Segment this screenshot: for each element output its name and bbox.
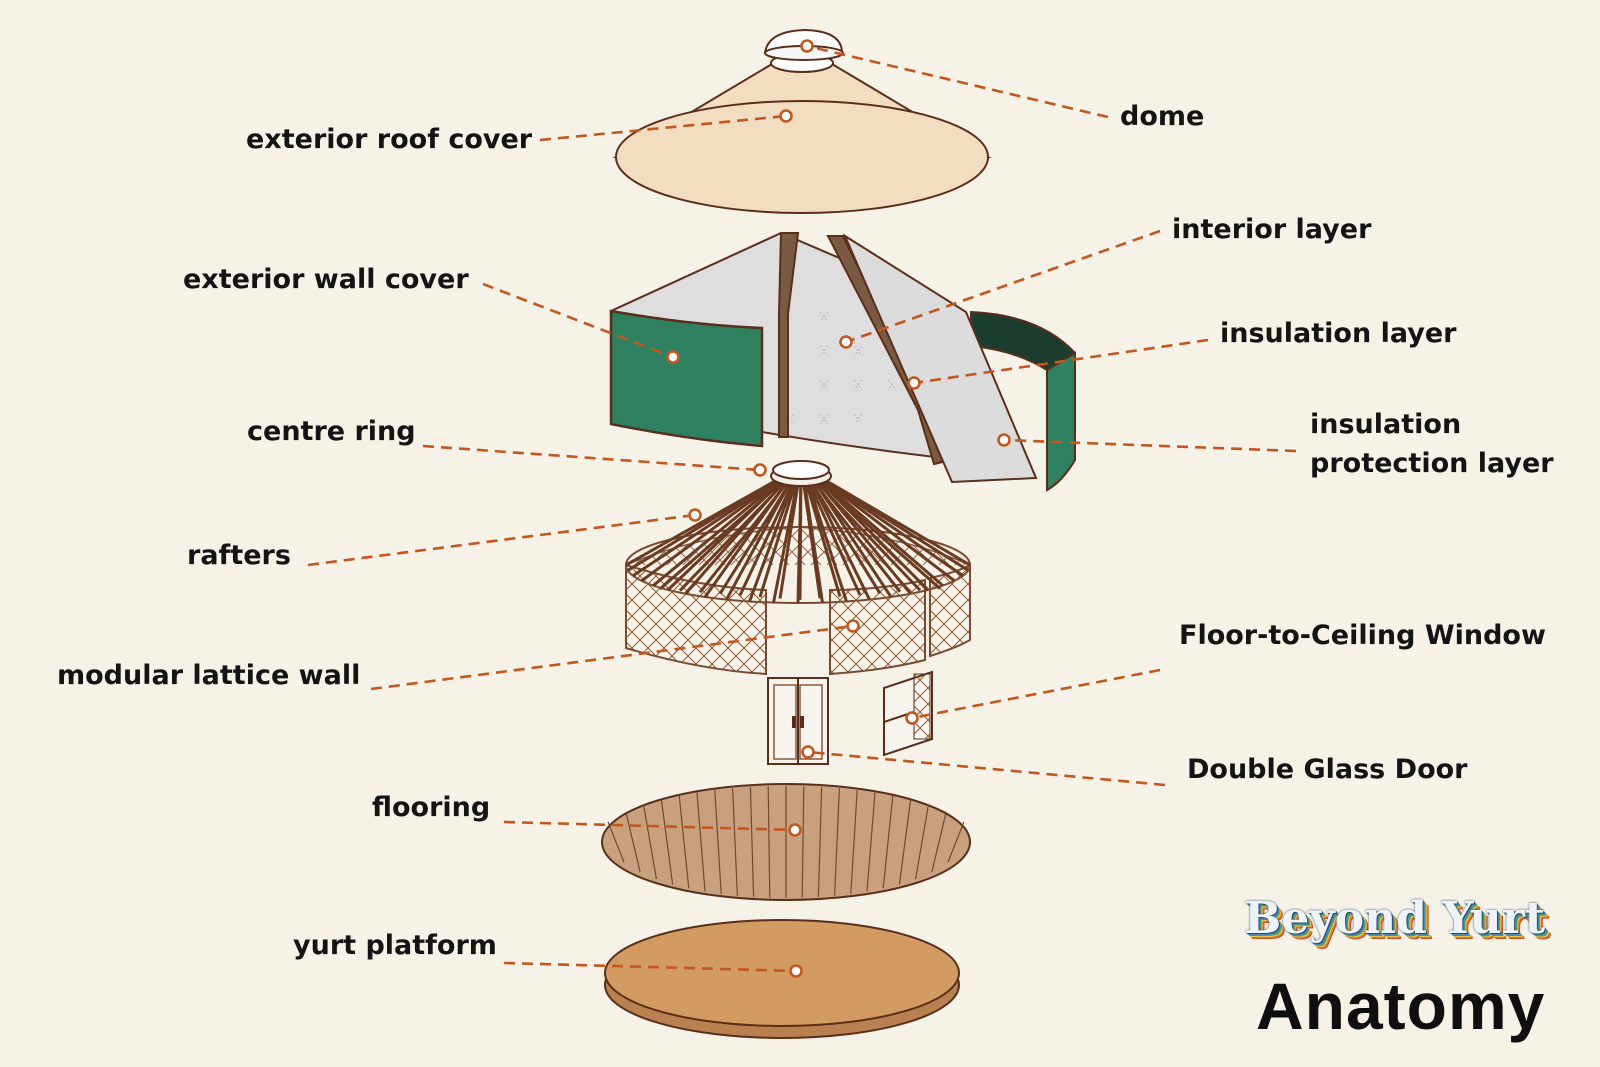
leader-lines	[307, 39, 1297, 978]
floorboard-line	[660, 799, 674, 885]
leader-dot-modular-lattice-wall	[846, 619, 860, 633]
leader-dot-flooring	[788, 823, 802, 837]
rafter-line	[652, 476, 785, 587]
floorboard-line	[931, 811, 947, 873]
label-centre-ring: centre ring	[247, 416, 416, 447]
floorboard-line	[643, 804, 657, 880]
label-insulation-protection-line1: insulation	[1310, 409, 1462, 440]
rafter-line	[698, 477, 793, 594]
leader-dot-centre-ring	[753, 463, 767, 477]
rafter-line	[748, 477, 797, 602]
leader-dot-insulation-protection-layer	[997, 433, 1011, 447]
label-interior-layer: interior layer	[1172, 214, 1372, 245]
rafter-line	[718, 477, 795, 595]
rafter-line	[801, 477, 822, 599]
leader-flooring	[503, 820, 796, 832]
leader-rafters	[307, 513, 696, 567]
rafter-line	[678, 476, 790, 592]
label-double-glass-door: Double Glass Door	[1187, 754, 1468, 785]
wall-cover-assembly	[609, 231, 1076, 493]
floorboard-line	[817, 786, 823, 898]
rafter-line	[626, 476, 782, 572]
leader-dot-exterior-roof-cover	[779, 109, 793, 123]
rafter-line	[640, 476, 784, 582]
label-exterior-wall-cover: exterior wall cover	[183, 264, 469, 295]
label-exterior-roof-cover: exterior roof cover	[246, 124, 533, 155]
floorboard-line	[625, 811, 641, 873]
floorboard-line	[801, 786, 805, 898]
rafter-line	[659, 476, 788, 591]
rafter-line	[809, 477, 902, 593]
floorboard-line	[850, 790, 858, 894]
floorboard-line	[749, 786, 755, 898]
rafter-line	[803, 477, 842, 598]
floorboard-line	[947, 821, 965, 863]
rafter-line	[738, 477, 797, 596]
brand-logo: Beyond Yurt	[1244, 893, 1546, 944]
leader-dome	[806, 44, 1109, 119]
leader-insulation-protection-layer	[1003, 438, 1297, 453]
floorboard-line	[882, 795, 894, 889]
floorboard-line	[732, 788, 738, 896]
rafter-line	[818, 476, 956, 582]
leader-dot-double-glass-door	[801, 745, 815, 759]
label-insulation-layer: insulation layer	[1220, 318, 1457, 349]
leader-dot-insulation-layer	[907, 376, 921, 390]
rafter-line	[772, 477, 800, 603]
label-dome: dome	[1120, 101, 1205, 132]
leader-exterior-wall-cover	[482, 282, 674, 359]
floorboard-line	[834, 788, 840, 896]
flooring-shape	[601, 783, 971, 901]
leader-insulation-layer	[913, 338, 1209, 385]
rafter-line	[778, 477, 801, 599]
rafter-line	[807, 477, 882, 595]
label-floor-to-ceiling-window: Floor-to-Ceiling Window	[1179, 620, 1546, 651]
roof-cover-shape	[612, 53, 992, 214]
leader-dot-yurt-platform	[789, 964, 803, 978]
centre-ring-shape	[770, 460, 832, 487]
floorboard-line	[678, 795, 690, 889]
leader-floor-to-ceiling-window	[911, 668, 1161, 720]
label-flooring: flooring	[372, 792, 491, 823]
floorboard-line	[915, 804, 929, 880]
floorboard-line	[898, 799, 912, 885]
yurt-platform-shape	[604, 919, 960, 1039]
floorboard-line	[866, 792, 876, 892]
rafter-line	[798, 477, 803, 600]
floorboard-line	[696, 792, 706, 892]
leader-dot-exterior-wall-cover	[666, 350, 680, 364]
rafter-line	[811, 476, 922, 592]
double-glass-door-shape	[767, 677, 829, 765]
leader-dot-rafters	[688, 508, 702, 522]
label-insulation-protection-line2: protection layer	[1310, 448, 1554, 479]
leader-modular-lattice-wall	[370, 624, 854, 691]
rafter-line	[632, 476, 783, 577]
rafter-line	[805, 477, 848, 602]
leader-dot-interior-layer	[839, 335, 853, 349]
leader-yurt-platform	[503, 961, 797, 973]
label-modular-lattice-wall: modular lattice wall	[57, 660, 361, 691]
leader-dot-floor-to-ceiling-window	[905, 711, 919, 725]
anatomy-heading: Anatomy	[1256, 969, 1546, 1043]
leader-double-glass-door	[807, 750, 1166, 787]
floorboard-line	[607, 821, 625, 863]
leader-dot-dome	[800, 39, 814, 53]
leader-centre-ring	[422, 444, 761, 472]
rafter-line	[808, 477, 871, 601]
rafter-line	[813, 476, 941, 590]
label-yurt-platform: yurt platform	[293, 930, 497, 961]
label-rafters: rafters	[187, 540, 291, 571]
rafter-line	[820, 476, 971, 567]
rafter-line	[817, 476, 944, 587]
rafter-line	[758, 477, 799, 598]
rafters-shape	[625, 476, 971, 604]
leader-exterior-roof-cover	[539, 114, 787, 142]
floorboard-line	[767, 786, 771, 898]
leader-interior-layer	[845, 229, 1161, 344]
rafter-line	[805, 477, 862, 596]
floorboard-line	[714, 790, 722, 894]
